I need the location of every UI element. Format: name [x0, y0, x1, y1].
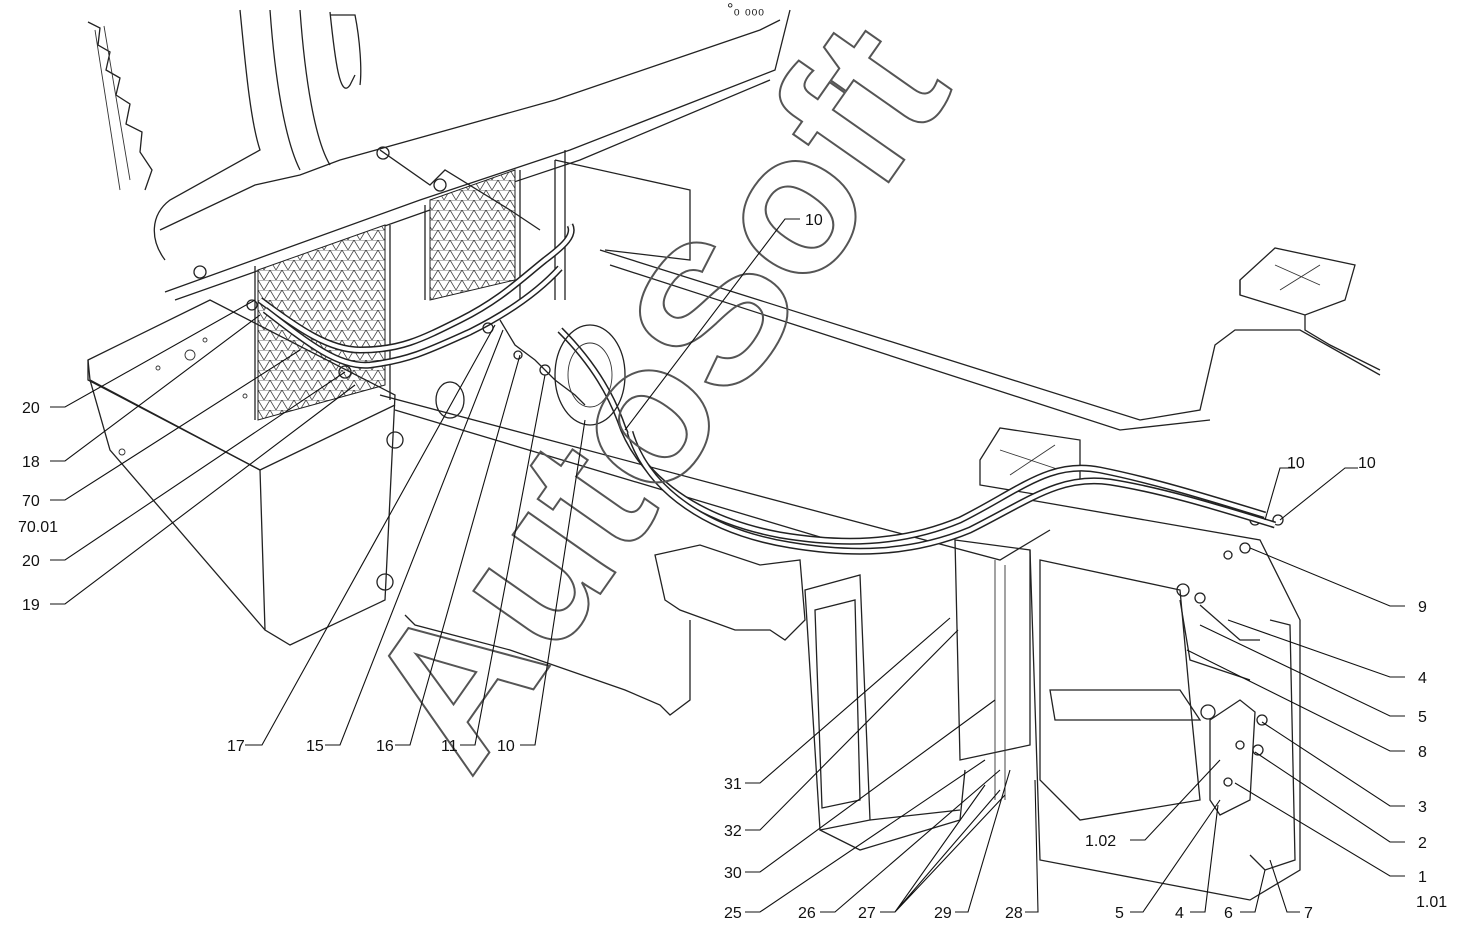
- callout-20b: 20: [22, 553, 40, 570]
- callout-6: 6: [1224, 905, 1233, 922]
- callout-29: 29: [934, 905, 952, 922]
- callout-26: 26: [798, 905, 816, 922]
- callout-19: 19: [22, 597, 40, 614]
- callout-11: 11: [441, 738, 458, 755]
- callout-32: 32: [724, 823, 742, 840]
- drawing-body: [87, 9, 1381, 901]
- callout-31: 31: [724, 776, 742, 793]
- callout-7: 7: [1304, 905, 1313, 922]
- callout-4a: 4: [1418, 670, 1427, 687]
- leader-lines: [50, 218, 1405, 913]
- callout-1-01: 1.01: [1416, 894, 1447, 911]
- callout-10a: 10: [497, 738, 515, 755]
- callout-5b: 5: [1115, 905, 1124, 922]
- callout-10-right1: 10: [1287, 455, 1305, 472]
- callout-30: 30: [724, 865, 742, 882]
- callout-4b: 4: [1175, 905, 1184, 922]
- callout-15: 15: [306, 738, 324, 755]
- callout-1-02: 1.02: [1085, 833, 1116, 850]
- callout-1: 1: [1418, 869, 1427, 886]
- callout-3: 3: [1418, 799, 1427, 816]
- callout-28: 28: [1005, 905, 1023, 922]
- callout-8: 8: [1418, 744, 1427, 761]
- header-code: °₀ ₀₀₀: [727, 1, 764, 18]
- callout-17: 17: [227, 738, 245, 755]
- callout-20a: 20: [22, 400, 40, 417]
- autosoft-watermark: AutoSoft: [322, 0, 991, 806]
- callout-16: 16: [376, 738, 394, 755]
- callout-18: 18: [22, 454, 40, 471]
- callout-2: 2: [1418, 835, 1427, 852]
- callout-labels: 20 18 70 70.01 20 19 17 15 16 11 10 10 1…: [18, 212, 1447, 922]
- callout-70-01: 70.01: [18, 519, 58, 536]
- callout-10-top: 10: [805, 212, 823, 229]
- callout-9: 9: [1418, 599, 1427, 616]
- callout-27: 27: [858, 905, 876, 922]
- callout-10-right2: 10: [1358, 455, 1376, 472]
- callout-25: 25: [724, 905, 742, 922]
- callout-5a: 5: [1418, 709, 1427, 726]
- watermark-text: AutoSoft: [323, 0, 990, 805]
- callout-70: 70: [22, 493, 40, 510]
